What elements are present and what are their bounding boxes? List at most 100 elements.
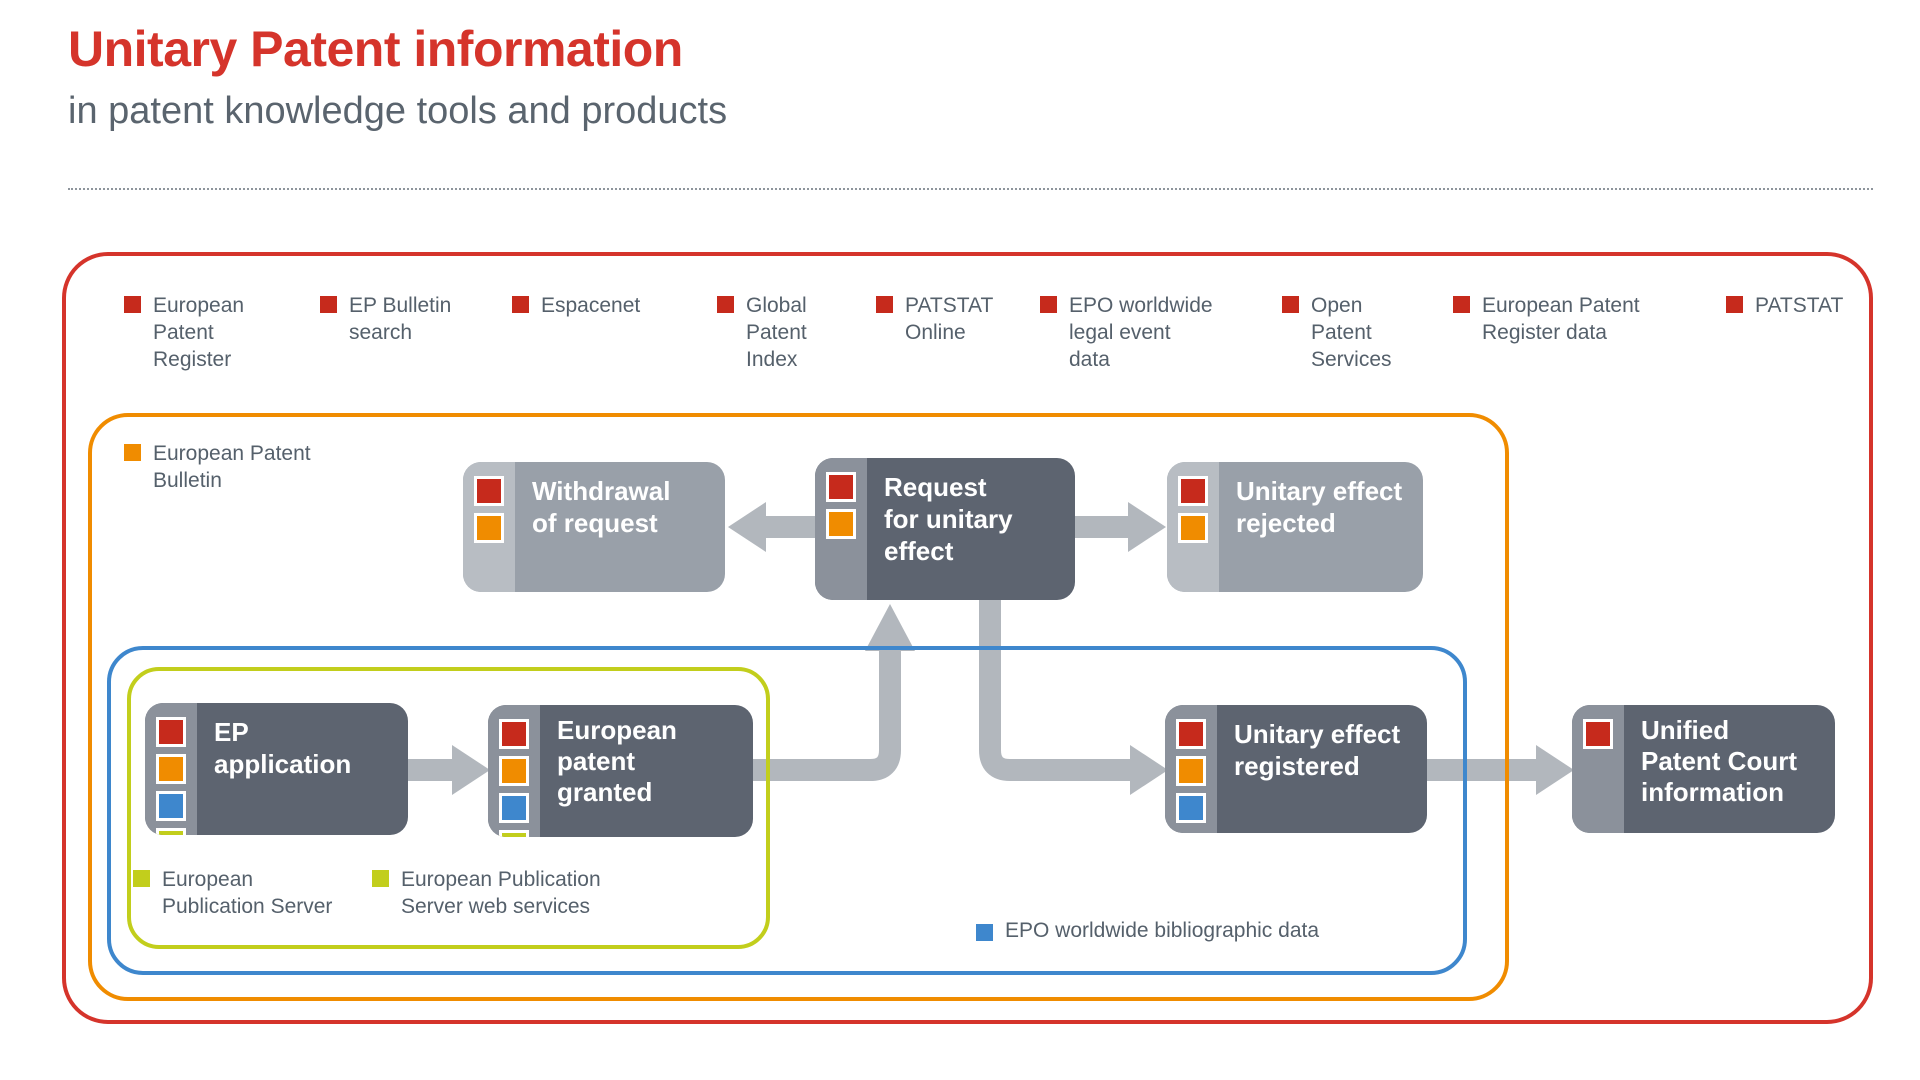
legend-line: Patent <box>153 321 214 344</box>
source-icon-strip <box>488 705 540 837</box>
red-square-icon <box>1178 476 1208 506</box>
legend-line: European Publication <box>401 868 601 891</box>
orange-square-icon <box>1176 756 1206 786</box>
red-square-icon <box>876 296 893 313</box>
red-square-icon <box>124 296 141 313</box>
legend-line: European Patent <box>153 442 311 465</box>
legend-epo-worldwide-legal-event-data: EPO worldwide legal event data <box>1040 292 1213 373</box>
node-unitary-effect-registered: Unitary effect registered <box>1165 705 1427 833</box>
legend-epo-worldwide-bibliographic-data: EPO worldwide bibliographic data <box>976 920 1319 942</box>
legend-patstat: PATSTAT <box>1726 292 1843 319</box>
legend-line: Global <box>746 294 807 317</box>
legend-european-patent-register-data: European Patent Register data <box>1453 292 1640 346</box>
legend-line: search <box>349 321 413 344</box>
arrow-granted-to-request <box>753 650 901 781</box>
red-square-icon <box>1583 719 1613 749</box>
node-label: Unitary effect rejected <box>1236 476 1403 538</box>
yellow-square-icon <box>133 870 150 887</box>
red-square-icon <box>1453 296 1470 313</box>
legend-line: EPO worldwide <box>1069 294 1213 317</box>
yellow-square-icon <box>372 870 389 887</box>
red-square-icon <box>717 296 734 313</box>
arrowhead-into-court <box>1536 745 1574 795</box>
red-square-icon <box>512 296 529 313</box>
legend-line: Open <box>1311 294 1363 317</box>
arrow-request-to-registered <box>979 600 1130 781</box>
legend-patstat-online: PATSTAT Online <box>876 292 993 346</box>
page-subtitle: in patent knowledge tools and products <box>68 90 728 132</box>
red-square-icon <box>156 717 186 747</box>
node-unitary-effect-rejected: Unitary effect rejected <box>1167 462 1423 592</box>
page-title: Unitary Patent information <box>68 21 683 77</box>
red-square-icon <box>1040 296 1057 313</box>
legend-line: Index <box>746 348 798 371</box>
legend-open-patent-services: Open Patent Services <box>1282 292 1392 373</box>
node-label: Request for unitary effect <box>884 472 1013 566</box>
source-icon-strip <box>463 462 515 592</box>
orange-square-icon <box>1178 513 1208 543</box>
dotted-divider <box>68 188 1873 190</box>
arrowhead-into-rejected <box>1128 502 1166 552</box>
node-label: Withdrawal of request <box>532 476 671 538</box>
arrowhead-into-granted <box>452 745 490 795</box>
node-label: Unified Patent Court information <box>1641 715 1797 807</box>
red-square-icon <box>1726 296 1743 313</box>
source-icon-strip <box>815 458 867 600</box>
node-label: EP application <box>214 717 352 779</box>
blue-square-icon <box>1176 793 1206 823</box>
legend-line: Server web services <box>401 895 591 918</box>
legend-line: legal event <box>1069 321 1171 344</box>
legend-line: Bulletin <box>153 469 222 492</box>
orange-square-icon <box>499 756 529 786</box>
zone-epo-tools <box>62 252 1873 1024</box>
source-icon-strip <box>1572 705 1624 833</box>
legend-european-patent-bulletin: European Patent Bulletin <box>124 440 311 494</box>
yellow-square-icon <box>156 828 186 835</box>
node-label: Unitary effect registered <box>1234 719 1401 781</box>
legend-line: Online <box>905 321 966 344</box>
red-square-icon <box>1282 296 1299 313</box>
legend-line: EP Bulletin <box>349 294 452 317</box>
zone-publication-server <box>127 667 770 949</box>
orange-square-icon <box>826 509 856 539</box>
zone-european-patent-bulletin <box>88 413 1509 1001</box>
legend-line: PATSTAT <box>905 294 994 317</box>
legend-line: Register <box>153 348 232 371</box>
legend-line: PATSTAT <box>1755 294 1844 317</box>
legend-line: European <box>153 294 245 317</box>
legend-espacenet: Espacenet <box>512 292 640 319</box>
arrowhead-into-registered <box>1130 745 1168 795</box>
legend-line: Services <box>1311 348 1392 371</box>
legend-european-patent-register: European Patent Register <box>124 292 244 373</box>
node-european-patent-granted: European patent granted <box>488 705 753 837</box>
node-withdrawal-of-request: Withdrawal of request <box>463 462 725 592</box>
legend-european-publication-server-web-services: European Publication Server web services <box>372 866 601 920</box>
legend-line: Register data <box>1482 321 1607 344</box>
node-label: European patent granted <box>557 715 677 807</box>
zone-bibliographic-data <box>107 646 1467 975</box>
red-square-icon <box>320 296 337 313</box>
red-square-icon <box>1176 719 1206 749</box>
legend-ep-bulletin-search: EP Bulletin search <box>320 292 451 346</box>
legend-line: Patent <box>1311 321 1372 344</box>
legend-line: data <box>1069 348 1110 371</box>
node-request-for-unitary-effect: Request for unitary effect <box>815 458 1075 600</box>
legend-global-patent-index: Global Patent Index <box>717 292 807 373</box>
orange-square-icon <box>156 754 186 784</box>
arrowhead-into-request <box>865 604 915 651</box>
blue-square-icon <box>156 791 186 821</box>
blue-square-icon <box>499 793 529 823</box>
legend-line: EPO worldwide bibliographic data <box>1005 919 1320 942</box>
legend-line: Publication Server <box>162 895 333 918</box>
legend-european-publication-server: European Publication Server <box>133 866 332 920</box>
orange-square-icon <box>124 444 141 461</box>
arrowhead-into-withdrawal <box>728 502 766 552</box>
blue-square-icon <box>976 924 993 941</box>
legend-line: Espacenet <box>541 294 641 317</box>
node-unified-patent-court-information: Unified Patent Court information <box>1572 705 1835 833</box>
legend-line: European Patent <box>1482 294 1640 317</box>
yellow-square-icon <box>499 830 529 837</box>
source-icon-strip <box>1167 462 1219 592</box>
